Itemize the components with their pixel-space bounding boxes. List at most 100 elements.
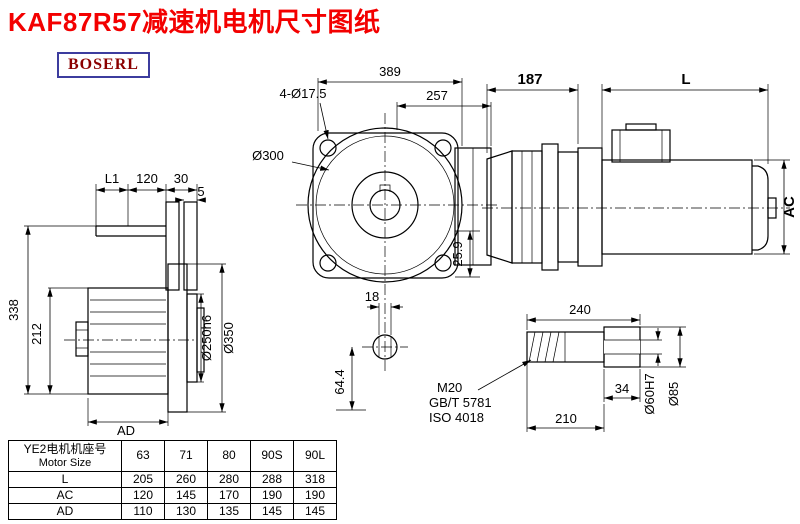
dim-34-group: 34 [603,369,641,402]
flange-plate [183,201,198,291]
dim-120-label: 120 [136,171,158,186]
row-label-L: L [8,471,122,489]
terminal-box [611,129,671,163]
dim-AD-label: AD [117,423,135,438]
row-label-AC: AC [8,487,122,505]
dim-holes-label: 4-Ø17.5 [280,86,327,101]
col-header-90L: 90L [293,439,337,473]
table-row-AD: AD 110 130 135 145 145 [8,503,337,521]
col-header-90S: 90S [250,439,294,473]
cell-AD-80: 135 [207,503,251,521]
dim-30-label: 30 [174,171,188,186]
dim-257-label: 257 [426,88,448,103]
dim-389-group: 389 [317,64,463,146]
dim-257-group: 257 [396,88,492,146]
cell-AC-71: 145 [164,487,208,505]
motor-size-table: YE2电机机座号 Motor Size 63 71 80 90S 90L L 2… [8,439,337,521]
dim-60-label: Ø60H7 [642,373,657,414]
dim-85-group: Ø85 [640,326,686,406]
cell-L-63: 205 [121,471,165,489]
cell-AD-63: 110 [121,503,165,521]
dim-240-group: 240 [526,302,641,330]
dim-L1-label: L1 [105,171,119,186]
shaft-detail: 240 34 210 M20 GB/T 5781 ISO 4018 [429,302,686,432]
table-row-L: L 205 260 280 288 318 [8,471,337,489]
dim-60-group: Ø60H7 [640,328,662,415]
bolt-hole [434,139,452,157]
terminal-box-lid [625,123,657,131]
dim-AD-group: AD [87,398,169,438]
flange-plate [165,201,180,291]
cell-AC-63: 120 [121,487,165,505]
dim-187-group: 187 [486,71,579,153]
dim-250-label: Ø250h6 [199,315,214,361]
dim-AC-group: AC [754,159,798,255]
bolt-hole [434,254,452,272]
dim-338-group: 338 [6,225,96,395]
bolt-hole [319,139,337,157]
row-label-AD: AD [8,503,122,521]
cell-AC-80: 170 [207,487,251,505]
dim-389-label: 389 [379,64,401,79]
front-view: 389 257 4-Ø17.5 Ø300 25.9 [252,64,497,411]
top-dims-group: L1 120 30 5 [95,171,206,226]
col-header-63: 63 [121,439,165,473]
thread-callout-group: M20 GB/T 5781 ISO 4018 [429,359,532,425]
adapter [511,150,543,264]
dim-300-label: Ø300 [252,148,284,163]
cell-AC-90L: 190 [293,487,337,505]
flange-spigot [186,293,198,383]
page-title: KAF87R57减速机电机尺寸图纸 [8,7,381,37]
table-header-cn: YE2电机机座号 [23,442,107,456]
dim-212-group: 212 [29,287,88,394]
dim-L-label: L [681,71,690,88]
cell-L-80: 280 [207,471,251,489]
dim-350-label: Ø350 [221,322,236,354]
dim-350-group: Ø350 [187,263,236,413]
dim-25-9-label: 25.9 [450,241,465,266]
sleeve-bore [604,340,640,354]
cell-AC-90S: 190 [250,487,294,505]
motor-flange [577,147,603,267]
brand-logo: BOSERL [57,52,150,78]
dim-5-label: 5 [197,184,204,199]
dim-210-label: 210 [555,411,577,426]
dim-250-group: Ø250h6 [197,293,214,383]
bolt-hole [319,254,337,272]
motor-view: 187 L AC [482,71,798,271]
adapter-flange [541,143,559,271]
adapter-neck [557,151,579,263]
std-gb-label: GB/T 5781 [429,395,492,410]
shaft-end-view: 18 64.4 [332,289,408,411]
col-header-71: 71 [164,439,208,473]
cell-AD-90L: 145 [293,503,337,521]
cell-L-90S: 288 [250,471,294,489]
motor-body [601,159,753,255]
gearbox-body [87,287,169,395]
cell-AD-71: 130 [164,503,208,521]
thread-label: M20 [437,380,462,395]
dim-AC-label: AC [781,196,798,218]
table-header-row: YE2电机机座号 Motor Size 63 71 80 90S 90L [8,439,337,473]
dim-25-9-group: 25.9 [450,230,480,278]
side-view: L1 120 30 5 338 212 [6,171,236,438]
housing-square [312,132,459,279]
col-header-80: 80 [207,439,251,473]
input-stub [75,321,89,357]
dim-212-label: 212 [29,323,44,345]
dim-L-group: L [601,71,769,164]
shaft-body [526,331,605,363]
table-row-AC: AC 120 145 170 190 190 [8,487,337,505]
dim-64-4-label: 64.4 [332,369,347,394]
dim-34-label: 34 [615,381,629,396]
dim-240-label: 240 [569,302,591,317]
std-iso-label: ISO 4018 [429,410,484,425]
cell-L-71: 260 [164,471,208,489]
table-header-en: Motor Size [38,456,92,469]
cell-AD-90S: 145 [250,503,294,521]
dim-18-label: 18 [365,289,379,304]
dim-338-label: 338 [6,299,21,321]
dim-holes-group: 4-Ø17.5 [280,86,329,140]
dim-300-group: Ø300 [252,148,330,171]
